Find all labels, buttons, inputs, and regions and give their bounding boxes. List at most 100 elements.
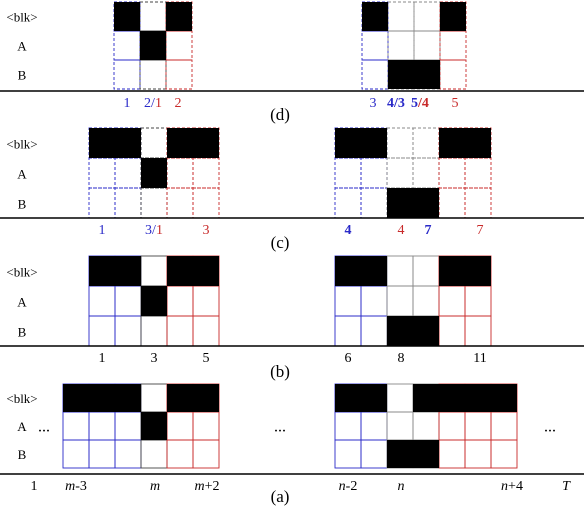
alignment-cell-right-a (439, 384, 465, 412)
alignment-cell-right-a (491, 384, 517, 412)
index-label-right-b: 8 (398, 351, 405, 366)
grid-cell-right-d (413, 1, 441, 32)
index-label-right-c: 7 (425, 223, 432, 238)
grid-cell-left-b (192, 315, 220, 347)
grid-cell-right-a (386, 411, 414, 441)
grid-cell-right-c (438, 157, 466, 189)
grid-cell-right-c (412, 157, 440, 189)
grid-cell-left-b (88, 285, 116, 317)
alignment-cell-left-d (114, 2, 140, 31)
grid-cell-right-d (361, 30, 389, 61)
alignment-cell-left-c (167, 128, 193, 158)
index-label-right-c: 4 (398, 223, 405, 238)
alignment-cell-right-c (413, 188, 439, 218)
grid-cell-left-a (140, 439, 168, 469)
grid-cell-right-c (386, 127, 414, 159)
grid-cell-left-c (192, 187, 220, 219)
alignment-cell-right-c (335, 128, 361, 158)
caption-b: (b) (270, 362, 290, 381)
alignment-cell-left-a (115, 384, 141, 412)
alignment-cell-right-a (361, 384, 387, 412)
grid-cell-right-d (413, 30, 441, 61)
alignment-cell-right-b (465, 256, 491, 286)
grid-cell-left-b (114, 315, 142, 347)
index-label-right-c: 7 (477, 223, 484, 238)
row-label-b-d: B (18, 68, 27, 83)
grid-cell-right-a (386, 383, 414, 413)
grid-cell-right-a (438, 411, 466, 441)
grid-cell-right-a (490, 439, 518, 469)
row-label-blk-b: <blk> (6, 264, 37, 279)
time-axis-label-1: m-3 (65, 479, 87, 494)
grid-cell-left-a (166, 411, 194, 441)
grid-cell-right-b (438, 315, 466, 347)
index-label-right-d: 5 (452, 96, 459, 111)
time-axis-label-6: n+4 (501, 479, 523, 494)
alignment-cell-right-b (361, 256, 387, 286)
time-axis-label-5: n (398, 479, 405, 494)
caption-c: (c) (271, 233, 290, 252)
index-label-left-b: 3 (151, 351, 158, 366)
alignment-cell-right-a (465, 384, 491, 412)
grid-cell-right-d (387, 30, 415, 61)
grid-cell-right-c (438, 187, 466, 219)
grid-cell-left-c (88, 157, 116, 189)
grid-cell-right-a (334, 439, 362, 469)
index-label-left-d: 2/1 (144, 96, 162, 111)
grid-cell-left-a (192, 411, 220, 441)
alignment-cell-right-c (465, 128, 491, 158)
grid-cell-left-c (114, 187, 142, 219)
grid-cell-right-b (438, 285, 466, 317)
grid-cell-left-c (140, 127, 168, 159)
alignment-cell-right-a (335, 384, 361, 412)
time-axis-label-3: m+2 (194, 479, 219, 494)
caption-a: (a) (271, 487, 290, 506)
time-axis-label-2: m (150, 479, 160, 494)
index-label-right-d: 4/3 (387, 96, 405, 111)
grid-cell-left-b (114, 285, 142, 317)
grid-cell-left-b (166, 285, 194, 317)
row-label-b-c: B (18, 196, 27, 211)
alignment-cell-right-a (413, 440, 439, 468)
index-label-right-b: 6 (345, 351, 352, 366)
alignment-cell-left-b (141, 286, 167, 316)
grid-cell-right-b (412, 255, 440, 287)
index-label-left-c: 1 (99, 223, 106, 238)
alignment-cell-right-c (361, 128, 387, 158)
grid-cell-right-c (464, 187, 492, 219)
alignment-cell-right-d (362, 2, 388, 31)
row-label-blk-a: <blk> (6, 391, 37, 406)
row-label-a-c: A (17, 166, 27, 181)
alignment-cell-right-d (414, 60, 440, 89)
grid-cell-right-b (334, 285, 362, 317)
grid-cell-left-b (192, 285, 220, 317)
grid-cell-left-a (192, 439, 220, 469)
row-label-b-b: B (18, 324, 27, 339)
grid-cell-left-a (62, 411, 90, 441)
alignment-cell-left-d (166, 2, 192, 31)
grid-cell-left-c (140, 187, 168, 219)
alignment-cell-left-c (89, 128, 115, 158)
grid-cell-right-b (360, 285, 388, 317)
grid-cell-left-a (114, 411, 142, 441)
grid-cell-left-b (140, 255, 168, 287)
alignment-cell-left-b (167, 256, 193, 286)
alignment-cell-right-c (387, 188, 413, 218)
grid-cell-left-a (166, 439, 194, 469)
alignment-cell-left-b (115, 256, 141, 286)
alignment-cell-left-d (140, 31, 166, 60)
alignment-cell-left-a (193, 384, 219, 412)
row-label-blk-c: <blk> (6, 136, 37, 151)
index-label-left-c: 3/1 (145, 223, 163, 238)
row-label-a-b: A (17, 294, 27, 309)
row-label-blk-d: <blk> (6, 10, 37, 25)
alignment-cell-right-b (413, 316, 439, 346)
grid-cell-right-d (361, 59, 389, 90)
grid-cell-right-a (334, 411, 362, 441)
alignment-cell-left-a (167, 384, 193, 412)
grid-cell-right-c (334, 157, 362, 189)
grid-cell-right-a (360, 439, 388, 469)
time-axis-label-0: 1 (31, 479, 38, 494)
